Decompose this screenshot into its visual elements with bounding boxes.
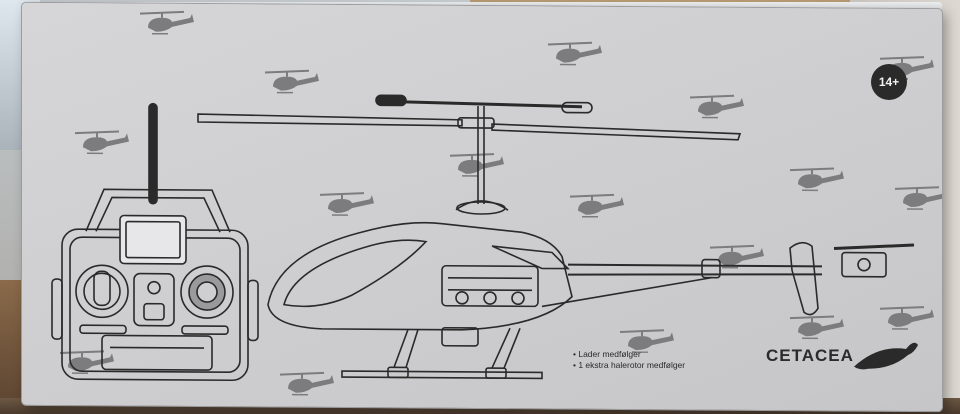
remote-controller-drawing	[51, 102, 259, 382]
whale-logo-icon	[854, 342, 918, 370]
product-box	[22, 2, 942, 412]
feature-item: 1 ekstra halerotor medfølger	[573, 360, 685, 371]
logo-artwork	[854, 342, 918, 370]
feature-list: Lader medfølger 1 ekstra halerotor medfø…	[573, 349, 685, 371]
age-rating-badge: 14+	[871, 64, 907, 100]
helicopter-drawing	[197, 94, 915, 380]
brand-name: CETACEA	[766, 346, 854, 365]
brand-logo: CETACEA	[766, 346, 854, 366]
feature-item: Lader medfølger	[573, 349, 685, 360]
